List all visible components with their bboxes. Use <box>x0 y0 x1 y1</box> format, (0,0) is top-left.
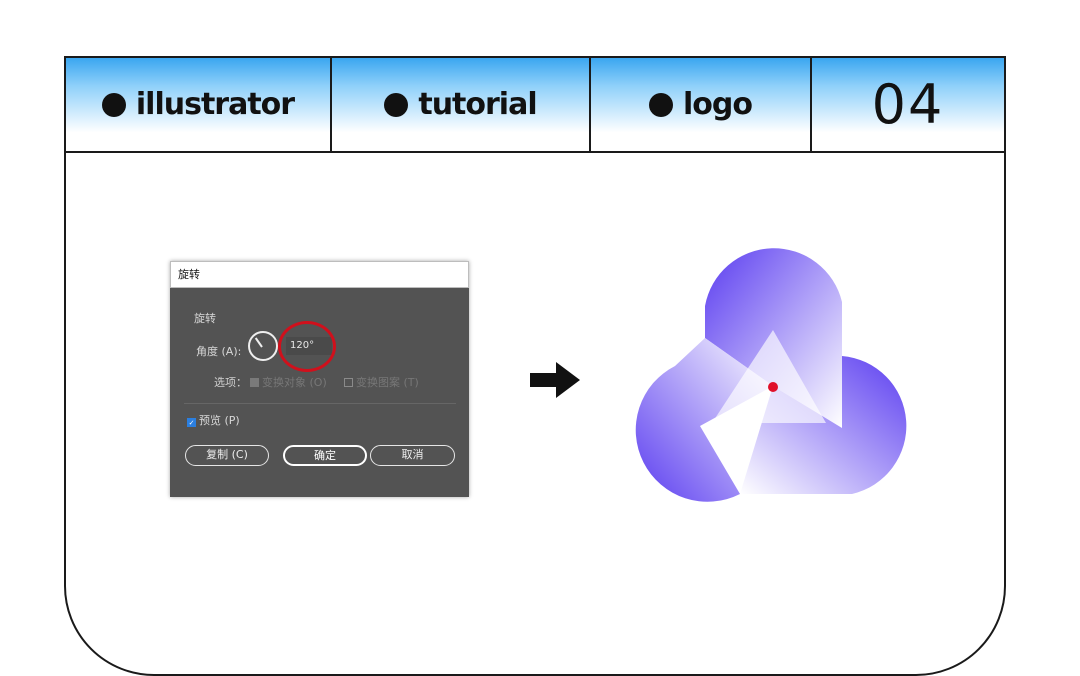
tag-illustrator: illustrator <box>66 58 332 151</box>
checkbox-icon <box>250 378 259 387</box>
dialog-titlebar[interactable]: 旋转 <box>170 261 469 288</box>
copy-button[interactable]: 复制 (C) <box>185 445 269 466</box>
section-label: 旋转 <box>194 312 216 325</box>
tag-label: tutorial <box>418 87 537 122</box>
highlight-ring <box>278 321 336 372</box>
tag-tutorial: tutorial <box>332 58 591 151</box>
episode-number-cell: 04 <box>812 58 1004 151</box>
episode-number: 04 <box>871 73 945 136</box>
angle-dial[interactable] <box>248 331 278 361</box>
ok-button[interactable]: 确定 <box>283 445 367 466</box>
bullet-icon <box>384 92 409 117</box>
center-dot <box>768 382 778 392</box>
rotate-dialog: 旋转 旋转 角度 (A): 120° 选项： 变换对象 (O) 变换图案 (T)… <box>170 261 469 497</box>
divider <box>184 403 456 404</box>
option-transform-patterns: 变换图案 (T) <box>344 374 419 390</box>
cancel-button[interactable]: 取消 <box>370 445 455 466</box>
header-bar: illustrator tutorial logo 04 <box>66 58 1004 153</box>
preview-label: 预览 (P) <box>199 414 240 427</box>
arrow-right-icon <box>530 362 580 398</box>
tag-label: illustrator <box>135 87 295 122</box>
tag-logo: logo <box>591 58 812 151</box>
option-label: 变换对象 (O) <box>262 376 327 389</box>
bullet-icon <box>649 92 673 117</box>
option-label: 变换图案 (T) <box>356 376 419 389</box>
result-logo <box>635 248 907 502</box>
checkbox-icon <box>344 378 353 387</box>
bullet-icon <box>101 92 126 117</box>
angle-label: 角度 (A): <box>196 345 242 358</box>
checkbox-icon: ✓ <box>187 418 196 427</box>
option-transform-objects: 变换对象 (O) <box>250 374 327 390</box>
dial-icon <box>254 337 263 348</box>
tag-label: logo <box>683 87 753 122</box>
preview-checkbox[interactable]: ✓预览 (P) <box>187 412 240 428</box>
options-label: 选项： <box>214 376 247 389</box>
